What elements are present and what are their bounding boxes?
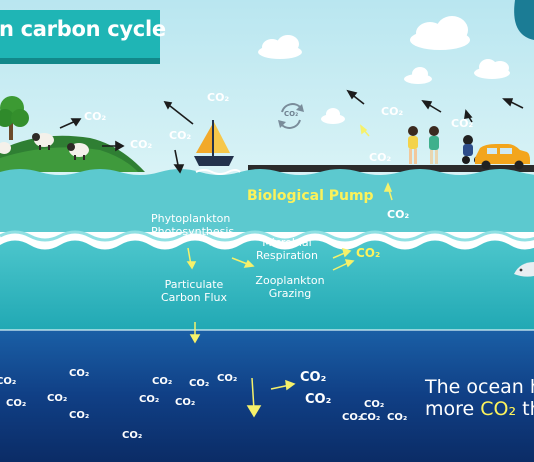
co2-label: CO₂ — [139, 394, 160, 405]
dolphin — [514, 262, 534, 277]
co2-label: CO₂ — [356, 246, 381, 260]
co2-label: CO₂ — [387, 412, 408, 423]
page-title: n carbon cycle — [0, 17, 166, 41]
co2-label: CO₂ — [169, 129, 192, 142]
ocean-surface — [0, 169, 534, 232]
co2-label: CO₂ — [130, 138, 153, 151]
co2-label: CO₂ — [0, 376, 17, 387]
co2-label: CO₂ — [69, 368, 90, 379]
deep-water — [0, 330, 534, 462]
ocean-fact-text: The ocean hold more CO₂ than — [425, 376, 534, 420]
co2-label: CO₂ — [364, 399, 385, 410]
co2-label: CO₂ — [84, 110, 107, 123]
sailboat — [194, 120, 241, 175]
co2-label: CO₂ — [381, 105, 404, 118]
co2-label: CO₂ — [305, 392, 332, 407]
sheep — [0, 133, 89, 160]
co2-label: CO₂ — [152, 376, 173, 387]
co2-label: CO₂ — [6, 398, 27, 409]
co2-label: CO₂ — [451, 117, 474, 130]
co2-label: CO₂ — [342, 412, 363, 423]
car — [475, 144, 530, 170]
co2-label: CO₂ — [217, 373, 238, 384]
people — [408, 126, 439, 164]
biological-pump-label: Biological Pump — [247, 188, 374, 204]
co2-label: CO₂ — [69, 410, 90, 421]
tree-trunk — [9, 110, 13, 140]
co2-label: CO₂ — [175, 397, 196, 408]
mid-water — [0, 240, 534, 340]
emission-arrows — [59, 89, 524, 174]
co2-label: CO₂ — [122, 430, 143, 441]
co2-label: CO₂ — [47, 393, 68, 404]
title-bar — [0, 10, 160, 64]
co2-label: CO₂ — [300, 370, 327, 385]
flux-arrows — [186, 124, 393, 418]
co2-label: CO₂ — [189, 378, 210, 389]
cloud — [258, 16, 510, 124]
co2-label: CO₂ — [369, 151, 392, 164]
co2-label: CO₂ — [387, 208, 410, 221]
cycle-icon — [280, 103, 302, 129]
co2-label: CO₂ — [207, 91, 230, 104]
corner-shape — [514, 0, 534, 40]
shore — [248, 165, 534, 172]
co2-label: CO₂ — [360, 412, 381, 423]
cycle-icon-label: CO₂ — [284, 110, 299, 118]
